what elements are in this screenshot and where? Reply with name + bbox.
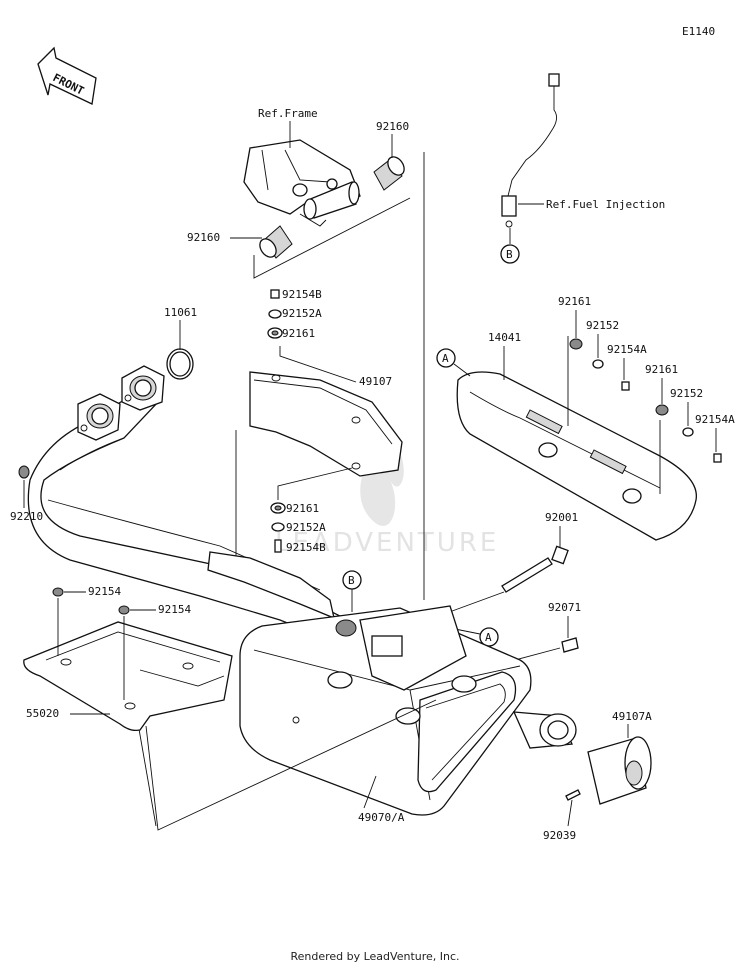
label-92154-b: 92154 — [158, 603, 191, 616]
label-92160-top: 92160 — [376, 120, 409, 133]
label-14041: 14041 — [488, 331, 521, 344]
ref-marker-b-sensor — [500, 244, 520, 264]
label-92161-mid: 92161 — [286, 502, 319, 515]
label-92154-a: 92154 — [88, 585, 121, 598]
watermark-text: LEADVENTURE — [275, 528, 499, 558]
label-11061: 11061 — [164, 306, 197, 319]
label-92161-r2: 92161 — [645, 363, 678, 376]
header-flange-right — [121, 365, 165, 411]
label-92161-r1: 92161 — [558, 295, 591, 308]
label-ref-a-muffler: A — [485, 631, 492, 644]
oxygen-sensor — [501, 73, 560, 228]
label-92001: 92001 — [545, 511, 578, 524]
label-92152A-mid: 92152A — [286, 521, 326, 534]
label-92154A-r1: 92154A — [607, 343, 647, 356]
bolt-92001 — [501, 545, 569, 593]
screw-92154-b — [118, 605, 130, 615]
pin-92039 — [565, 789, 581, 801]
footer-credit: Rendered by LeadVenture, Inc. — [290, 950, 460, 963]
label-ref-a-cover: A — [442, 352, 449, 365]
label-ref-b-pipe: B — [348, 574, 355, 587]
header-flange-left — [77, 393, 121, 441]
gasket-11061 — [166, 348, 194, 380]
collar-92071 — [561, 637, 579, 653]
label-92152A-top: 92152A — [282, 307, 322, 320]
fastener-stack-mid — [270, 502, 286, 553]
label-ref-frame: Ref.Frame — [258, 107, 318, 120]
label-92152-r2: 92152 — [670, 387, 703, 400]
bush-92160-left — [259, 225, 293, 259]
front-arrow-icon: FRONT — [37, 46, 97, 105]
cover-55020 — [23, 621, 233, 732]
label-92039: 92039 — [543, 829, 576, 842]
tail-pipe — [512, 711, 577, 749]
label-92154B-mid: 92154B — [286, 541, 326, 554]
label-ref-fuel-injection: Ref.Fuel Injection — [546, 198, 665, 211]
frame-reference-group — [243, 139, 361, 227]
label-49107A: 49107A — [612, 710, 652, 723]
muffler-cover-14041 — [456, 371, 697, 541]
muffler-49070-A — [239, 605, 532, 816]
heat-guard-49107 — [249, 371, 403, 477]
label-ref-b-sensor: B — [506, 248, 513, 261]
label-92154B-top: 92154B — [282, 288, 322, 301]
label-55020: 55020 — [26, 707, 59, 720]
label-92210: 92210 — [10, 510, 43, 523]
screw-92154-a — [52, 587, 64, 597]
label-92071: 92071 — [548, 601, 581, 614]
fasteners-right-group-1 — [569, 338, 630, 391]
fasteners-right-group-2 — [655, 404, 722, 463]
label-49070A: 49070/A — [358, 811, 405, 824]
ref-marker-a-cover — [436, 348, 456, 368]
label-92152-r1: 92152 — [586, 319, 619, 332]
muffler-cap-49107A — [587, 736, 652, 805]
bush-92160-top — [373, 156, 405, 191]
fastener-stack-top — [267, 289, 283, 339]
diagram-code: E1140 — [682, 25, 715, 38]
label-92161-top: 92161 — [282, 327, 315, 340]
nut-92210 — [18, 465, 30, 479]
label-92160-left: 92160 — [187, 231, 220, 244]
exhaust-header-pipes — [27, 365, 341, 641]
label-92154A-r2: 92154A — [695, 413, 735, 426]
label-49107: 49107 — [359, 375, 392, 388]
